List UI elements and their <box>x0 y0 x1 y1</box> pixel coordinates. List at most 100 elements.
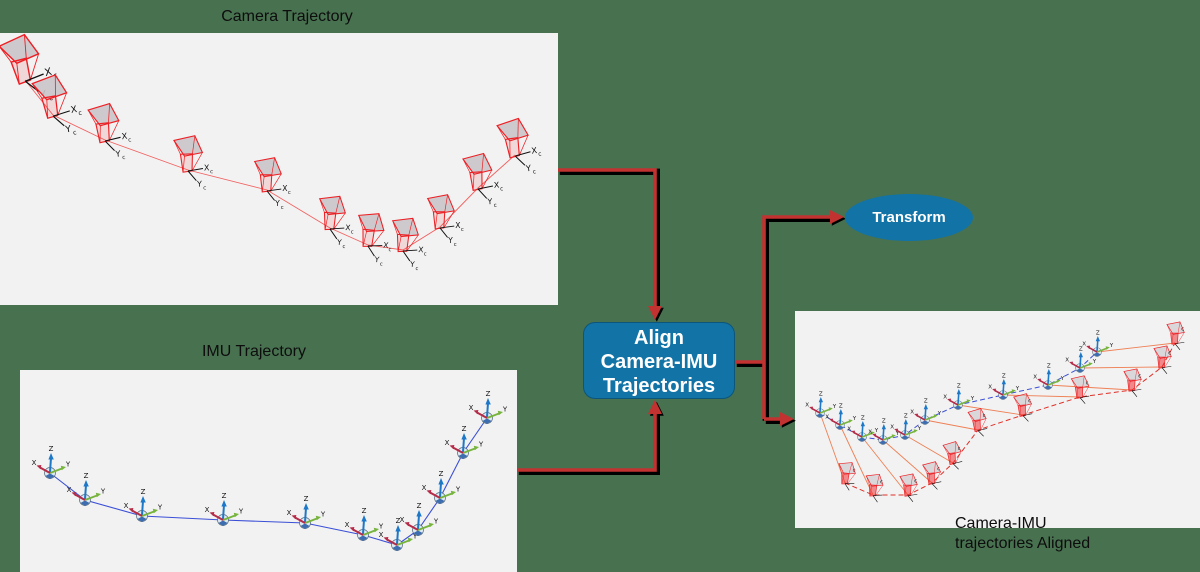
svg-text:Y: Y <box>238 508 244 516</box>
svg-text:Y: Y <box>524 163 532 174</box>
svg-text:Z: Z <box>819 391 823 397</box>
svg-text:X: X <box>379 531 384 539</box>
caption-line-1: Camera-IMU <box>955 515 1047 532</box>
svg-text:X: X <box>124 502 129 510</box>
transform-label: Transform <box>872 209 946 226</box>
svg-text:X: X <box>988 385 992 391</box>
svg-text:Z: Z <box>84 472 89 480</box>
svg-text:Z: Z <box>1002 373 1006 379</box>
svg-text:Y: Y <box>433 518 439 526</box>
svg-text:Z: Z <box>957 383 961 389</box>
svg-text:c: c <box>1138 374 1141 380</box>
svg-text:X: X <box>383 241 389 250</box>
svg-text:c: c <box>914 479 917 485</box>
svg-text:c: c <box>532 169 536 175</box>
svg-text:c: c <box>122 155 126 161</box>
align-box-line-1: Align <box>634 327 684 349</box>
svg-text:Y: Y <box>1092 359 1097 365</box>
svg-text:c: c <box>982 413 986 419</box>
svg-text:c: c <box>380 261 384 267</box>
camera-trajectory-plot: XcYcXcYcXcYcXcYcXcYcXcYcXcYcXcYcXcYcXcYc… <box>0 33 558 305</box>
svg-text:X: X <box>1065 358 1069 364</box>
svg-text:Y: Y <box>874 428 879 434</box>
svg-text:X: X <box>890 425 894 431</box>
svg-text:Y: Y <box>502 406 508 414</box>
svg-text:Y: Y <box>100 488 106 496</box>
svg-text:X: X <box>531 145 538 156</box>
svg-text:X: X <box>825 415 829 421</box>
svg-text:c: c <box>1086 380 1089 386</box>
svg-text:Y: Y <box>157 504 163 512</box>
svg-text:c: c <box>1028 398 1031 404</box>
svg-text:X: X <box>43 66 53 79</box>
svg-text:X: X <box>469 404 474 412</box>
svg-text:c: c <box>937 466 940 472</box>
svg-text:c: c <box>957 446 961 452</box>
svg-text:c: c <box>461 227 464 233</box>
svg-text:Z: Z <box>304 495 309 503</box>
svg-text:c: c <box>78 110 83 118</box>
svg-text:X: X <box>287 509 292 517</box>
svg-text:X: X <box>445 439 450 447</box>
svg-text:X: X <box>805 403 809 409</box>
svg-text:Y: Y <box>412 533 418 541</box>
svg-text:X: X <box>400 516 405 524</box>
svg-text:Z: Z <box>49 445 54 453</box>
align-box-node: Align Camera-IMU Trajectories <box>583 322 735 399</box>
svg-text:Z: Z <box>1079 346 1083 352</box>
imu-plot-title: IMU Trajectory <box>201 343 306 360</box>
svg-text:X: X <box>910 410 914 416</box>
svg-text:c: c <box>203 185 206 191</box>
svg-text:Y: Y <box>409 260 416 269</box>
svg-text:X: X <box>282 184 287 193</box>
svg-text:X: X <box>345 521 350 529</box>
svg-text:c: c <box>281 205 284 211</box>
svg-text:Z: Z <box>439 470 444 478</box>
aligned-plot-caption: Camera-IMU trajectories Aligned <box>955 514 1090 554</box>
svg-text:X: X <box>418 245 424 254</box>
svg-text:Z: Z <box>904 413 908 419</box>
svg-text:Y: Y <box>65 461 71 469</box>
svg-text:Y: Y <box>336 238 343 247</box>
svg-text:Y: Y <box>447 236 453 245</box>
svg-text:X: X <box>32 459 37 467</box>
svg-text:Z: Z <box>362 507 367 515</box>
svg-text:X: X <box>345 223 351 232</box>
svg-text:X: X <box>494 180 501 189</box>
svg-text:Y: Y <box>1060 376 1065 382</box>
svg-text:Y: Y <box>373 255 380 265</box>
svg-text:X: X <box>67 486 72 494</box>
svg-text:Z: Z <box>1096 330 1100 336</box>
svg-text:X: X <box>868 430 872 436</box>
svg-text:Y: Y <box>1109 343 1114 349</box>
svg-text:X: X <box>1082 342 1086 348</box>
svg-text:Y: Y <box>378 523 384 531</box>
svg-text:Y: Y <box>478 441 484 449</box>
svg-text:Z: Z <box>417 502 422 510</box>
caption-line-2: trajectories Aligned <box>955 535 1091 552</box>
svg-text:X: X <box>1033 375 1037 381</box>
svg-text:Y: Y <box>852 416 857 422</box>
svg-text:c: c <box>538 152 542 158</box>
svg-text:X: X <box>847 427 851 433</box>
svg-text:Z: Z <box>396 517 401 525</box>
align-box-line-3: Trajectories <box>602 375 716 397</box>
svg-text:Y: Y <box>64 124 73 136</box>
svg-text:Y: Y <box>320 511 326 519</box>
svg-text:X: X <box>204 163 210 172</box>
svg-text:Y: Y <box>937 411 942 417</box>
svg-text:c: c <box>454 242 457 248</box>
svg-text:c: c <box>210 169 213 175</box>
svg-text:c: c <box>494 203 497 209</box>
svg-text:Y: Y <box>486 197 493 206</box>
svg-text:Y: Y <box>114 148 122 159</box>
svg-text:Y: Y <box>895 431 900 437</box>
svg-text:Z: Z <box>882 418 886 424</box>
svg-text:X: X <box>422 484 427 492</box>
svg-text:Y: Y <box>455 486 461 494</box>
svg-text:Y: Y <box>274 199 280 208</box>
